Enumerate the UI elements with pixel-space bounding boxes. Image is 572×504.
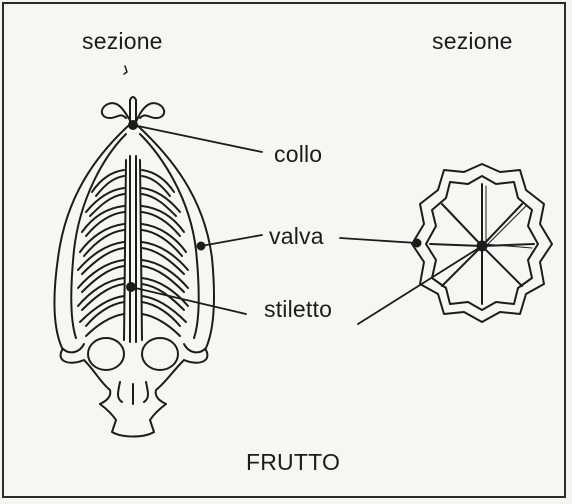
- septa-double: [484, 186, 532, 248]
- base-cavity-right: [142, 338, 178, 370]
- stylet-label: stiletto: [264, 298, 332, 321]
- valve-leader: [201, 235, 262, 246]
- top-curl: [136, 103, 164, 122]
- seed-rows-left: [78, 170, 124, 336]
- neck-label: collo: [274, 143, 322, 166]
- figure-caption: FRUTTO: [246, 451, 340, 474]
- top-curl: [102, 103, 131, 122]
- cross-section-drawing: [412, 164, 552, 322]
- paper-speck: [124, 66, 127, 74]
- stylet-leader: [131, 287, 246, 314]
- cross-valve-leader: [340, 238, 417, 243]
- left-section-heading: sezione: [82, 30, 163, 53]
- central-axis: [124, 156, 142, 342]
- top-stalk: [130, 97, 136, 122]
- receptacle-detail: [118, 382, 148, 404]
- receptacle: [100, 404, 166, 437]
- outer-valve-wall: [138, 126, 214, 352]
- longitudinal-section-drawing: [55, 97, 214, 437]
- base-cavity-left: [88, 338, 124, 370]
- right-section-heading: sezione: [432, 30, 513, 53]
- valve-label: valva: [269, 225, 324, 248]
